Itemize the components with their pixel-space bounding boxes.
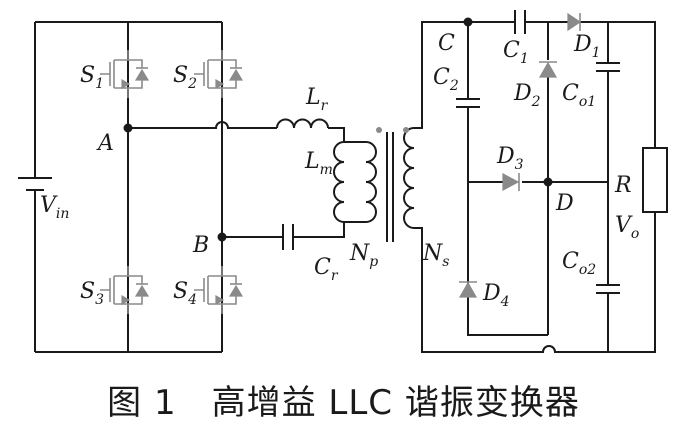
node-c-dot	[463, 17, 473, 27]
label-node-d: D	[555, 191, 574, 216]
label-ns: Ns	[422, 241, 449, 270]
label-np: Np	[349, 241, 378, 270]
node-d-dot	[543, 177, 553, 187]
label-node-c: C	[438, 31, 455, 56]
inductor-lr	[276, 118, 329, 129]
label-c2: C2	[433, 65, 459, 94]
label-d1: D1	[573, 32, 601, 61]
load-resistor	[642, 147, 668, 213]
label-node-a: A	[96, 131, 114, 156]
label-node-b: B	[192, 233, 209, 258]
diode-d1	[567, 12, 582, 32]
capacitor-co2	[596, 284, 620, 294]
switch-s4	[194, 266, 244, 314]
label-d4: D4	[482, 281, 510, 310]
label-vin: Vin	[40, 193, 69, 222]
figure-caption: 图 1 高增益 LLC 谐振变换器	[107, 383, 580, 423]
label-c1: C1	[503, 38, 529, 67]
node-a-dot	[123, 123, 133, 133]
label-lr: Lr	[305, 85, 329, 114]
capacitor-c2	[456, 98, 480, 108]
label-co1: Co1	[562, 81, 596, 110]
label-s4: S4	[173, 279, 197, 308]
label-d3: D3	[496, 144, 524, 173]
label-co2: Co2	[562, 249, 596, 278]
label-cr: Cr	[314, 255, 339, 284]
switch-s3	[100, 266, 150, 314]
capacitor-co1	[596, 62, 620, 72]
label-vo: Vo	[615, 213, 639, 242]
diode-d4	[458, 281, 478, 298]
label-r: R	[614, 173, 632, 198]
primary-wiring	[34, 21, 345, 353]
capacitor-c1	[514, 10, 526, 34]
node-b-dot	[217, 232, 227, 242]
switch-s1	[100, 50, 150, 98]
transformer	[344, 127, 415, 242]
inductor-lm	[333, 141, 345, 223]
label-lm: Lm	[304, 149, 333, 178]
label-d2: D2	[513, 81, 541, 110]
capacitor-cr	[282, 224, 294, 250]
label-s1: S1	[80, 63, 104, 92]
label-s2: S2	[173, 63, 197, 92]
label-s3: S3	[80, 279, 104, 308]
diode-d3	[502, 173, 520, 191]
diode-d2	[538, 61, 558, 78]
dc-source-vin	[18, 177, 52, 191]
secondary-wiring	[414, 21, 656, 353]
switch-s2	[194, 50, 244, 98]
